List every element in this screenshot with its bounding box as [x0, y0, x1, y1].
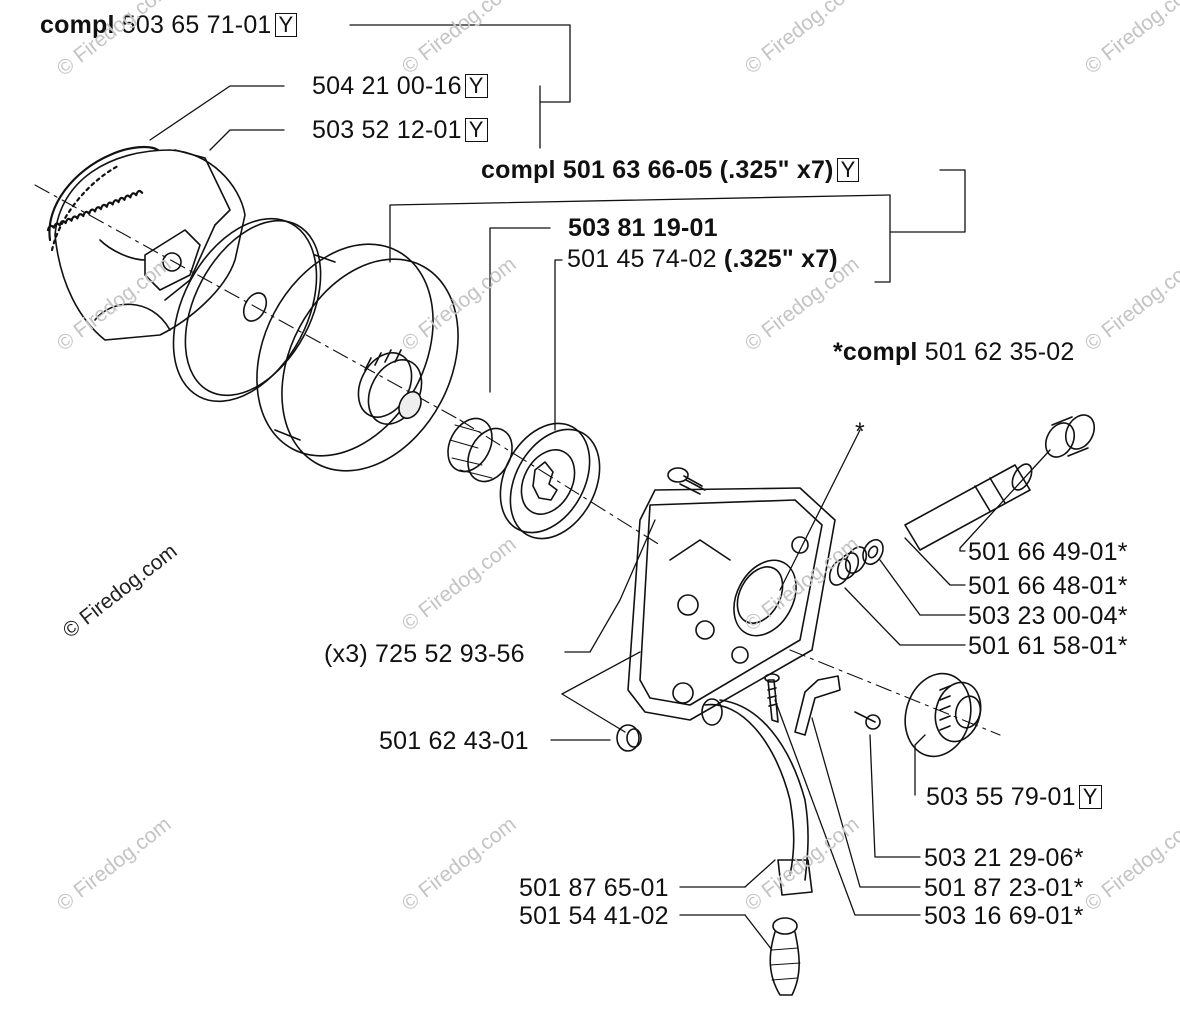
y-flag: Y: [1078, 785, 1102, 809]
centre-axes: [34, 184, 1001, 736]
label-hose: 501 87 65-01: [519, 874, 669, 902]
clutch-spring: [46, 145, 160, 252]
label-part-4: 501 61 58-01*: [968, 632, 1128, 660]
clutch-shoes: [54, 149, 246, 341]
needle-bearing: [447, 417, 513, 483]
pump-washer: [862, 538, 884, 566]
label-part-6: 501 87 23-01*: [924, 874, 1084, 902]
label-drum-kit: compl 501 63 66-05 (.325" x7)Y: [481, 156, 860, 184]
label-needle-bearing: 503 81 19-01: [568, 214, 718, 242]
leader-lines: [149, 24, 1051, 951]
clutch-cover: [172, 217, 322, 403]
nut: [616, 724, 642, 752]
y-flag: Y: [836, 158, 860, 182]
label-filter: 501 54 41-02: [519, 902, 669, 930]
oil-filter: [769, 917, 801, 996]
housing-screw: [667, 467, 706, 495]
clutch-drum: [256, 243, 459, 472]
stud-screw: [764, 673, 780, 723]
label-part-3: 503 23 00-04*: [968, 602, 1128, 630]
label-part-5: 503 21 29-06*: [924, 844, 1084, 872]
label-part-1: 501 66 49-01*: [968, 538, 1128, 566]
oil-pump-housing: [627, 487, 836, 721]
label-asterisk: *: [855, 418, 865, 446]
label-rim-sprocket: 501 45 74-02 (.325" x7): [567, 245, 838, 273]
rim-sprocket: [499, 422, 601, 540]
y-flag: Y: [464, 118, 488, 142]
y-flag: Y: [274, 13, 298, 37]
oil-hose: [701, 698, 813, 896]
label-nut: 501 62 43-01: [379, 727, 529, 755]
label-part-7: 503 16 69-01*: [924, 902, 1084, 930]
small-screw: [854, 711, 881, 730]
label-screws: (x3) 725 52 93-56: [324, 640, 525, 668]
label-part-2: 501 66 48-01*: [968, 572, 1128, 600]
pump-cap: [1044, 414, 1096, 458]
bracket: [794, 675, 841, 736]
pump-piston: [904, 463, 1033, 551]
pump-spring: [828, 546, 868, 586]
y-flag: Y: [464, 74, 488, 98]
label-oil-pump-compl: *compl 501 62 35-02: [833, 338, 1075, 366]
adjuster-screw: [904, 672, 982, 758]
